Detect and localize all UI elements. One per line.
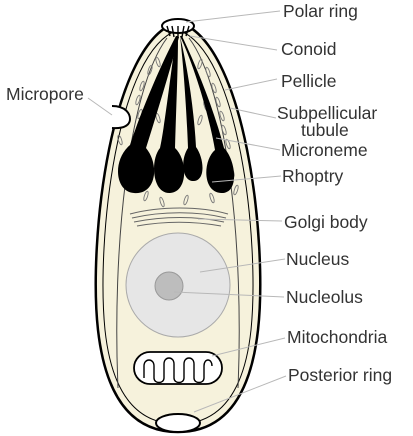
- nucleolus: [154, 271, 184, 301]
- rhoptry-1: [118, 36, 179, 194]
- rhoptry-4: [180, 36, 235, 194]
- label-posterior-ring: Posterior ring: [288, 365, 392, 385]
- rhoptry-2: [154, 36, 185, 194]
- label-mitochondria: Mitochondria: [287, 327, 387, 347]
- posterior-ring: [155, 413, 201, 433]
- conoid: [161, 18, 195, 38]
- microneme-oval: [159, 196, 165, 208]
- microneme-oval: [143, 190, 149, 202]
- label-conoid: Conoid: [281, 39, 336, 59]
- microneme-oval: [221, 124, 227, 136]
- microneme-oval: [183, 194, 189, 206]
- microneme-oval: [117, 134, 123, 146]
- microneme-oval: [225, 138, 231, 150]
- label-nucleolus: Nucleolus: [286, 287, 363, 307]
- leader-lines: [87, 10, 287, 413]
- microneme-oval: [197, 58, 203, 70]
- label-pellicle: Pellicle: [281, 71, 336, 91]
- microneme-oval: [155, 56, 161, 68]
- mitochondrion: [133, 351, 223, 385]
- rhoptry-3: [180, 36, 203, 182]
- label-golgi-body: Golgi body: [284, 212, 368, 232]
- microneme-oval: [197, 114, 203, 126]
- microneme-oval: [215, 96, 221, 108]
- microneme-oval: [135, 94, 141, 106]
- microneme-oval: [233, 184, 239, 196]
- label-subpellicular-line1: Subpellicular: [277, 103, 377, 123]
- microneme-oval: [205, 66, 211, 78]
- microneme-oval: [209, 192, 215, 204]
- rhoptries: [118, 36, 235, 194]
- label-subpellicular-line2: tubule: [301, 120, 349, 140]
- label-nucleus: Nucleus: [286, 249, 349, 269]
- microneme-oval: [139, 80, 145, 92]
- microneme-oval: [147, 64, 153, 76]
- micropore: [111, 105, 132, 130]
- microneme-oval: [211, 82, 217, 94]
- label-polar-ring: Polar ring: [283, 1, 358, 21]
- label-microneme: Microneme: [281, 140, 368, 160]
- golgi-body: [129, 207, 229, 227]
- label-rhoptry: Rhoptry: [282, 166, 344, 186]
- microneme-oval: [219, 110, 225, 122]
- label-micropore: Micropore: [6, 84, 84, 104]
